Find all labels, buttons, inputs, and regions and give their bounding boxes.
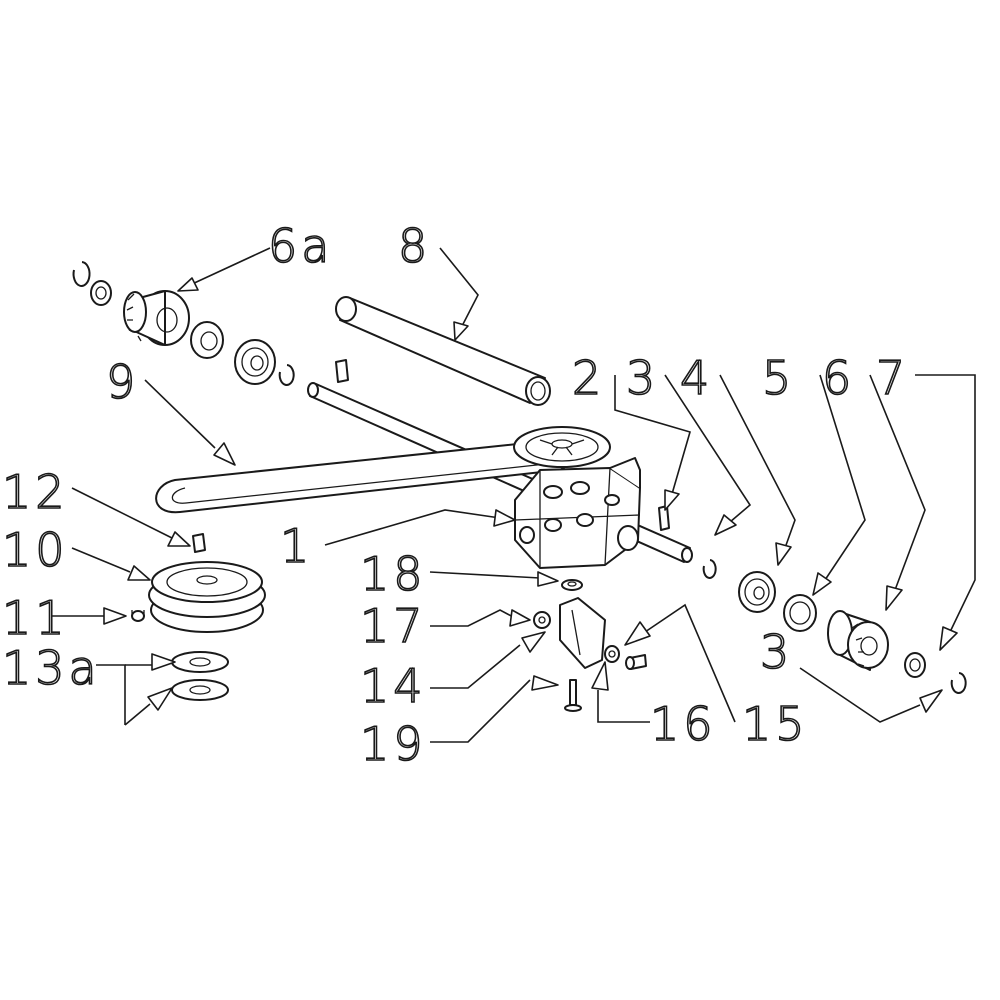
callout-10: 10 bbox=[2, 523, 69, 577]
bearing-4 bbox=[738, 571, 776, 613]
callout-13a: 13a bbox=[2, 641, 101, 695]
callout-3-top: 3 bbox=[626, 351, 659, 405]
callout-1: 1 bbox=[280, 519, 313, 573]
bearing-large-left bbox=[234, 339, 276, 385]
callout-11: 11 bbox=[2, 591, 69, 645]
callout-9: 9 bbox=[106, 355, 139, 409]
key-top bbox=[335, 359, 349, 383]
tube-8 bbox=[335, 296, 551, 406]
gearbox-pulley bbox=[513, 426, 611, 468]
bushing-17 bbox=[533, 611, 551, 629]
callout-14: 14 bbox=[360, 659, 427, 713]
bracket-14 bbox=[559, 597, 606, 669]
washer-left bbox=[90, 280, 112, 306]
callout-16: 16 bbox=[650, 697, 717, 751]
callout-3-bottom: 3 bbox=[760, 625, 793, 679]
callout-17: 17 bbox=[360, 599, 427, 653]
washer-7 bbox=[904, 652, 926, 678]
circlip-right bbox=[950, 672, 967, 694]
gear-6a bbox=[123, 290, 190, 346]
bearing-5 bbox=[783, 594, 817, 632]
callout-18: 18 bbox=[360, 547, 427, 601]
circlip-left bbox=[72, 261, 91, 287]
nut-18 bbox=[561, 579, 583, 591]
bolt-15 bbox=[625, 654, 647, 670]
callout-4: 4 bbox=[680, 351, 713, 405]
callout-15: 15 bbox=[742, 697, 809, 751]
circlip-right-inner bbox=[702, 559, 717, 579]
washer-16 bbox=[604, 645, 620, 663]
callout-labels: 6a 8 9 2 3 4 5 6 7 12 10 1 18 11 17 3 13… bbox=[1, 218, 909, 772]
set-screw-11 bbox=[131, 610, 145, 622]
callout-8: 8 bbox=[398, 219, 431, 273]
gearbox-1 bbox=[514, 457, 641, 569]
callout-6: 6 bbox=[822, 351, 855, 405]
washer-13a-lower bbox=[171, 679, 229, 701]
pulley-10 bbox=[148, 561, 266, 633]
callout-12: 12 bbox=[2, 465, 69, 519]
pin-19 bbox=[564, 679, 582, 712]
bearing-small-left bbox=[190, 321, 224, 359]
key-12 bbox=[192, 533, 206, 553]
callout-2: 2 bbox=[572, 351, 605, 405]
key-2 bbox=[658, 505, 670, 531]
circlip-left-inner bbox=[278, 364, 295, 386]
callout-7: 7 bbox=[876, 351, 909, 405]
callout-6a: 6a bbox=[268, 219, 333, 273]
callout-5: 5 bbox=[762, 351, 795, 405]
washer-13a-upper bbox=[171, 651, 229, 673]
gear-6 bbox=[827, 610, 889, 671]
leader-lines bbox=[52, 247, 976, 743]
callout-19: 19 bbox=[360, 717, 427, 771]
